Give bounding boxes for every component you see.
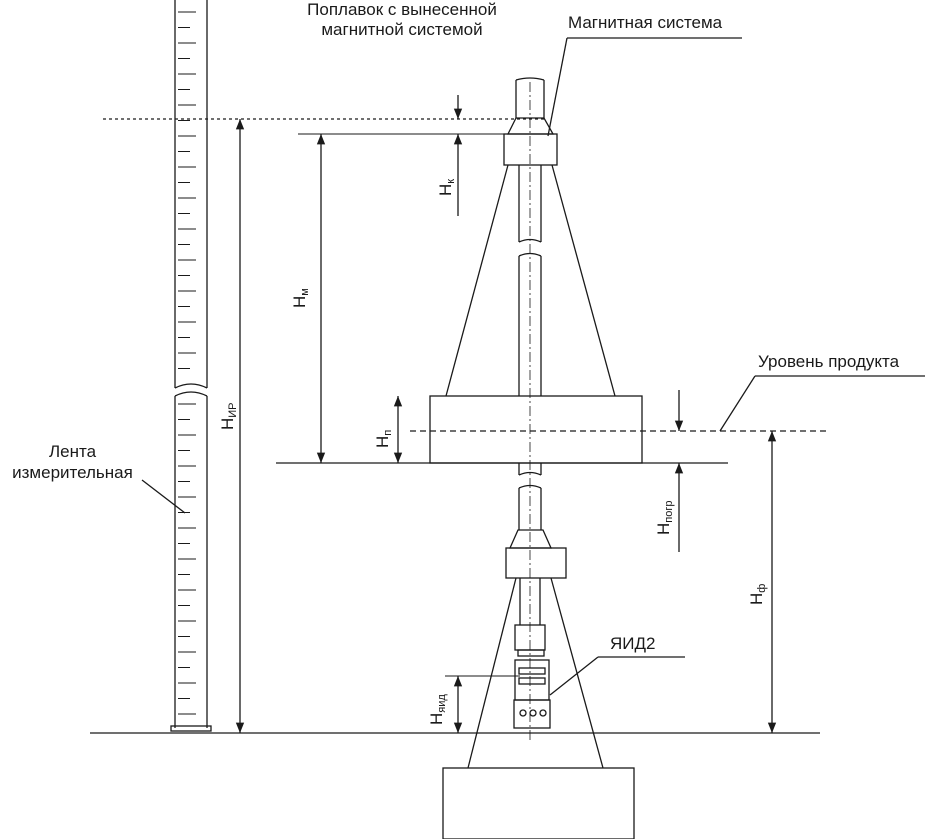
yaid-sensor-drawing xyxy=(513,624,551,729)
sensor-label: ЯИД2 xyxy=(610,634,656,653)
product-level-label: Уровень продукта xyxy=(758,352,900,371)
dim-label-h-f: Hф xyxy=(747,583,768,605)
leader-tape xyxy=(141,479,186,514)
dim-label-h-k: Hк xyxy=(436,178,457,196)
tape-ticks xyxy=(178,11,196,715)
dim-label-h-p: Hп xyxy=(373,429,394,448)
dim-label-h-ir: HИР xyxy=(218,402,239,430)
float-title-line1: Поплавок с вынесенной xyxy=(307,0,497,19)
float-title-line2: магнитной системой xyxy=(321,20,483,39)
base-block xyxy=(442,767,635,839)
magnetic-system-label: Магнитная система xyxy=(568,13,723,32)
leader-magnetic-system-diag xyxy=(547,37,568,137)
magnetic-system-lower xyxy=(467,529,604,769)
tape-label-line1: Лента xyxy=(48,442,97,461)
central-pipe xyxy=(515,77,545,740)
dim-label-h-m: Hм xyxy=(290,288,311,308)
leader-product-level-diag xyxy=(719,375,756,432)
leader-sensor-diag xyxy=(549,656,599,696)
measuring-tape xyxy=(170,0,212,732)
tape-label-line2: измерительная xyxy=(12,463,133,482)
dim-label-h-pogr: Hпогр xyxy=(654,500,675,536)
float-body xyxy=(429,395,643,464)
magnetic-system-upper xyxy=(445,117,616,397)
dim-label-h-yaid: Hяид xyxy=(427,694,448,725)
